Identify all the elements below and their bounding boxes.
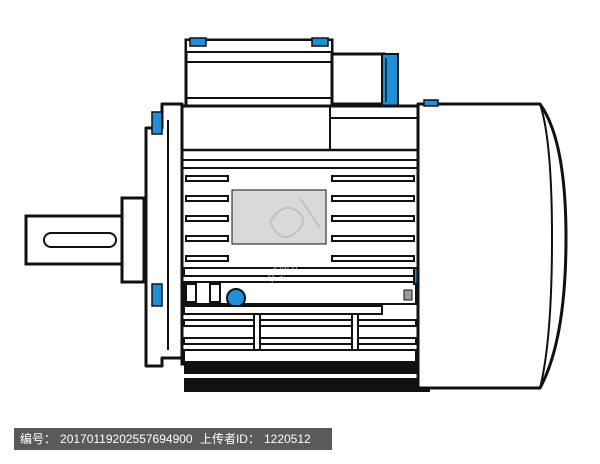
footer-uploader-label: 上传者ID： (199, 432, 260, 446)
footer-id-value: 20170119202557694900 (60, 432, 193, 446)
footer-info-bar: 编号：20170119202557694900 上传者ID：1220512 (14, 428, 332, 450)
footer-uploader-value: 1220512 (263, 432, 311, 446)
watermark-logo-icon (268, 197, 321, 238)
front-end-shield (144, 102, 184, 368)
nameplate (231, 189, 327, 245)
footer-id-label: 编号： (20, 432, 57, 446)
motor-shaft (24, 196, 146, 284)
cooling-fins (183, 175, 417, 277)
lower-housing (183, 281, 417, 377)
fan-cover (416, 99, 568, 390)
